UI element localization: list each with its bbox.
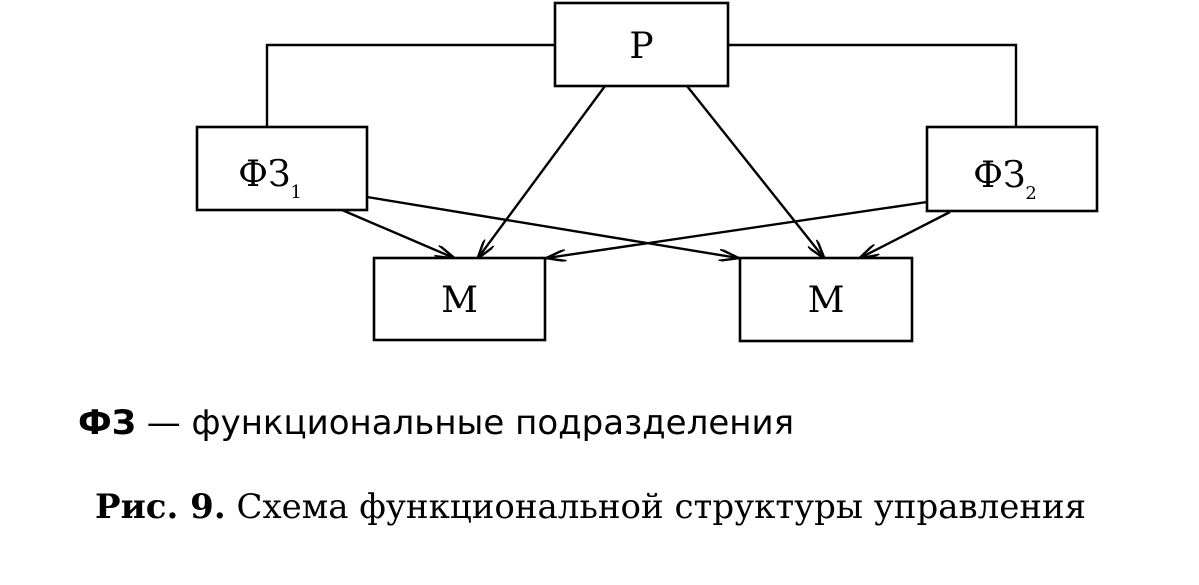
legend-text: функциональные подразделения (191, 403, 795, 443)
node-manager-label: Р (629, 26, 653, 67)
legend: ФЗ — функциональные подразделения (78, 403, 794, 443)
figure-caption: Рис. 9. Схема функциональной структуры у… (95, 487, 1086, 527)
arrow-manager-performer1 (478, 85, 606, 258)
legend-dash: — (146, 403, 181, 443)
node-func1-text: ФЗ1 (238, 154, 302, 203)
arrow-func1-performer1 (341, 208, 454, 258)
node-performer2: М (738, 256, 914, 343)
node-func2: ФЗ2 (925, 125, 1099, 213)
node-func2-label: ФЗ (973, 155, 1025, 196)
node-performer1: М (372, 256, 547, 342)
node-manager: Р (553, 1, 730, 88)
node-func1: ФЗ1 (195, 125, 369, 212)
connector-manager-func2 (728, 43, 1018, 127)
figure-caption-label: Рис. 9. (95, 487, 226, 527)
figure-caption-text: Схема функциональной структуры управлени… (236, 487, 1087, 527)
arrow-func1-performer2 (366, 195, 738, 258)
arrow-func2-performer1 (547, 200, 928, 258)
arrow-manager-performer2 (686, 85, 824, 258)
node-func2-subscript: 2 (1025, 183, 1036, 204)
legend-key: ФЗ (78, 403, 136, 443)
node-func2-text: ФЗ2 (973, 155, 1037, 204)
arrow-func2-performer2 (860, 210, 951, 258)
node-performer1-label: М (441, 280, 478, 321)
node-performer2-label: М (808, 280, 845, 321)
connector-manager-func1 (265, 43, 555, 127)
node-func1-label: ФЗ (238, 154, 290, 195)
node-func1-subscript: 1 (290, 182, 301, 203)
